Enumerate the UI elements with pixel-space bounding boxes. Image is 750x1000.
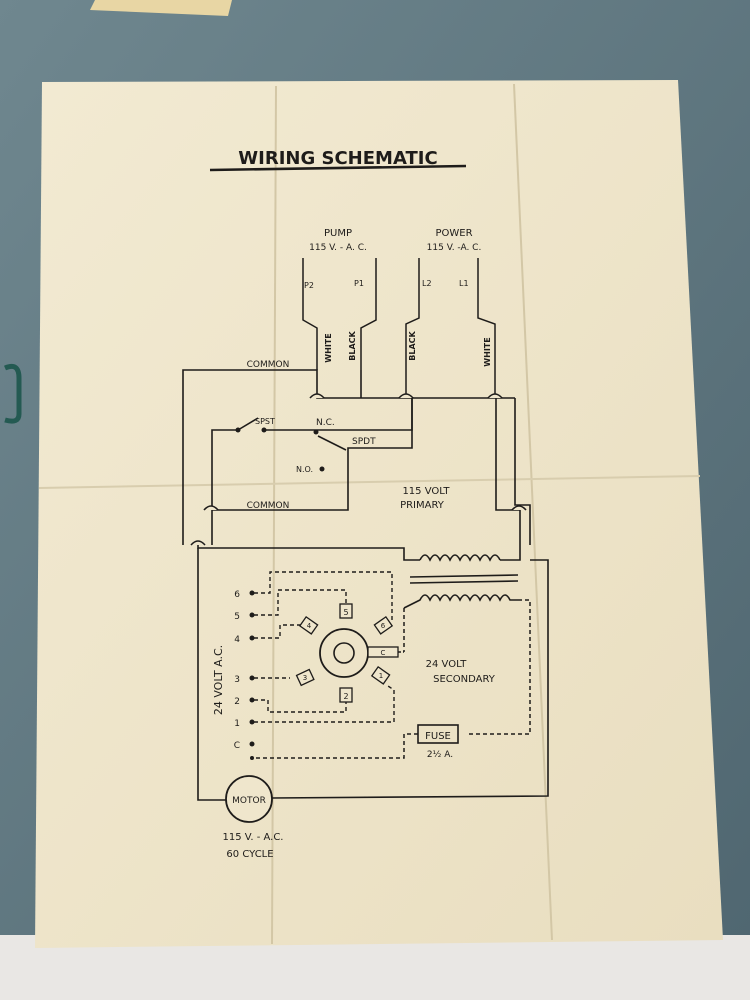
spdt-label: SPDT bbox=[352, 437, 376, 447]
other-paper-corner bbox=[90, 0, 232, 16]
terminal-dot bbox=[249, 590, 255, 596]
terminal-label-c: C bbox=[234, 741, 240, 751]
terminal-label-6: 6 bbox=[234, 590, 240, 600]
cam-contact-6 bbox=[373, 615, 394, 635]
terminal-dot bbox=[250, 756, 254, 760]
primary-return-wire bbox=[514, 398, 531, 545]
cam-number-1: 1 bbox=[379, 672, 383, 680]
fuse-rating: 2½ A. bbox=[427, 750, 453, 760]
spdt-nc-contact bbox=[313, 429, 319, 435]
spdt-no-contact bbox=[319, 466, 325, 472]
primary-winding bbox=[419, 554, 501, 562]
spst-label: SPST bbox=[255, 417, 275, 426]
cam-number-4: 4 bbox=[307, 622, 312, 630]
secondary-to-fuse-dashed bbox=[468, 599, 531, 735]
fold-crease bbox=[513, 83, 553, 941]
transformer-core bbox=[409, 574, 519, 578]
terminal-label-1: 1 bbox=[234, 719, 240, 729]
common-wire-top bbox=[182, 369, 515, 545]
spst-blade bbox=[237, 417, 259, 431]
pump-label: PUMP bbox=[324, 228, 352, 239]
cam-wire-5 bbox=[254, 589, 347, 616]
power-cord-left bbox=[405, 258, 420, 398]
motor-return-wire bbox=[271, 559, 549, 799]
schematic-sheet bbox=[35, 80, 723, 948]
power-wire-white: WHITE bbox=[483, 337, 492, 366]
terminal-dot bbox=[249, 675, 255, 681]
primary-label-line1: 115 VOLT bbox=[402, 486, 450, 497]
common-label-bottom: COMMON bbox=[247, 501, 290, 511]
motor-cycle: 60 CYCLE bbox=[226, 849, 273, 860]
cam-wire-6 bbox=[254, 571, 393, 626]
spst-contact-right bbox=[261, 427, 267, 433]
metal-clip bbox=[4, 363, 22, 424]
cam-contact-1 bbox=[370, 665, 391, 685]
power-label: POWER bbox=[435, 228, 472, 239]
fuse-label: FUSE bbox=[425, 731, 451, 742]
l2-to-spdt-wire bbox=[212, 398, 413, 511]
wire-crossover bbox=[398, 393, 414, 399]
cam-contact-5 bbox=[339, 603, 353, 619]
fuse-to-c-dashed bbox=[254, 733, 418, 759]
pump-cord-right bbox=[360, 258, 377, 370]
cam-number-3: 3 bbox=[303, 674, 307, 682]
wire-crossover bbox=[190, 540, 206, 546]
cam-hub bbox=[333, 642, 355, 664]
pump-terminal-p2: P2 bbox=[304, 281, 314, 290]
power-cord-right bbox=[477, 258, 496, 398]
terminal-label-5: 5 bbox=[234, 612, 240, 622]
terminal-label-2: 2 bbox=[234, 697, 240, 707]
power-rating: 115 V. -A. C. bbox=[427, 243, 482, 253]
no-label: N.O. bbox=[296, 465, 313, 474]
cam-contact-c bbox=[367, 646, 399, 658]
motor bbox=[225, 775, 273, 823]
cam-number-2: 2 bbox=[343, 692, 348, 701]
common-label-top: COMMON bbox=[247, 360, 290, 370]
terminal-label-3: 3 bbox=[234, 675, 240, 685]
cam-number-5: 5 bbox=[343, 608, 348, 617]
pump-terminal-p1: P1 bbox=[354, 279, 364, 288]
cam-wire-2 bbox=[254, 699, 347, 713]
power-wire-black: BLACK bbox=[408, 330, 417, 360]
terminal-label-4: 4 bbox=[234, 635, 240, 645]
transformer-core bbox=[409, 580, 519, 584]
terminal-dot bbox=[249, 612, 255, 618]
pump-rating: 115 V. - A. C. bbox=[309, 243, 367, 253]
cam-number-6: 6 bbox=[381, 622, 386, 630]
motor-left-wire bbox=[197, 548, 226, 801]
fold-crease bbox=[38, 475, 701, 489]
schematic-title: WIRING SCHEMATIC bbox=[238, 148, 437, 169]
terminal-dot bbox=[249, 719, 255, 725]
pump-wire-white: WHITE bbox=[324, 333, 333, 362]
wire-crossover bbox=[511, 505, 527, 511]
motor-rating: 115 V. - A.C. bbox=[223, 832, 284, 843]
ac-voltage-label: 24 VOLT A.C. bbox=[212, 645, 225, 715]
secondary-winding bbox=[403, 594, 518, 609]
cam-wire-4 bbox=[254, 624, 302, 639]
pump-wire-black: BLACK bbox=[348, 330, 357, 360]
terminal-dot bbox=[249, 635, 255, 641]
secondary-label-line1: 24 VOLT bbox=[426, 659, 468, 670]
cam-contact-4 bbox=[298, 615, 319, 635]
title-underline bbox=[209, 164, 467, 172]
power-terminal-l1: L1 bbox=[459, 279, 469, 288]
wire-crossover bbox=[487, 393, 503, 399]
pump-cord-left bbox=[302, 258, 318, 370]
nc-label: N.C. bbox=[316, 418, 335, 428]
cam-number-c: C bbox=[381, 649, 386, 657]
cam-contact-2 bbox=[339, 687, 353, 703]
power-terminal-l2: L2 bbox=[422, 279, 432, 288]
spdt-blade bbox=[317, 435, 347, 451]
cam-contact-3 bbox=[295, 668, 315, 687]
terminal-dot bbox=[249, 741, 255, 747]
terminal-dot bbox=[249, 697, 255, 703]
primary-feed-wire bbox=[197, 545, 420, 561]
primary-label-line2: PRIMARY bbox=[400, 500, 445, 511]
cam-wire-1 bbox=[254, 685, 395, 723]
motor-label: MOTOR bbox=[232, 796, 266, 806]
wire-crossover bbox=[203, 505, 219, 511]
secondary-label-line2: SECONDARY bbox=[433, 674, 496, 685]
wire-crossover bbox=[309, 393, 325, 399]
